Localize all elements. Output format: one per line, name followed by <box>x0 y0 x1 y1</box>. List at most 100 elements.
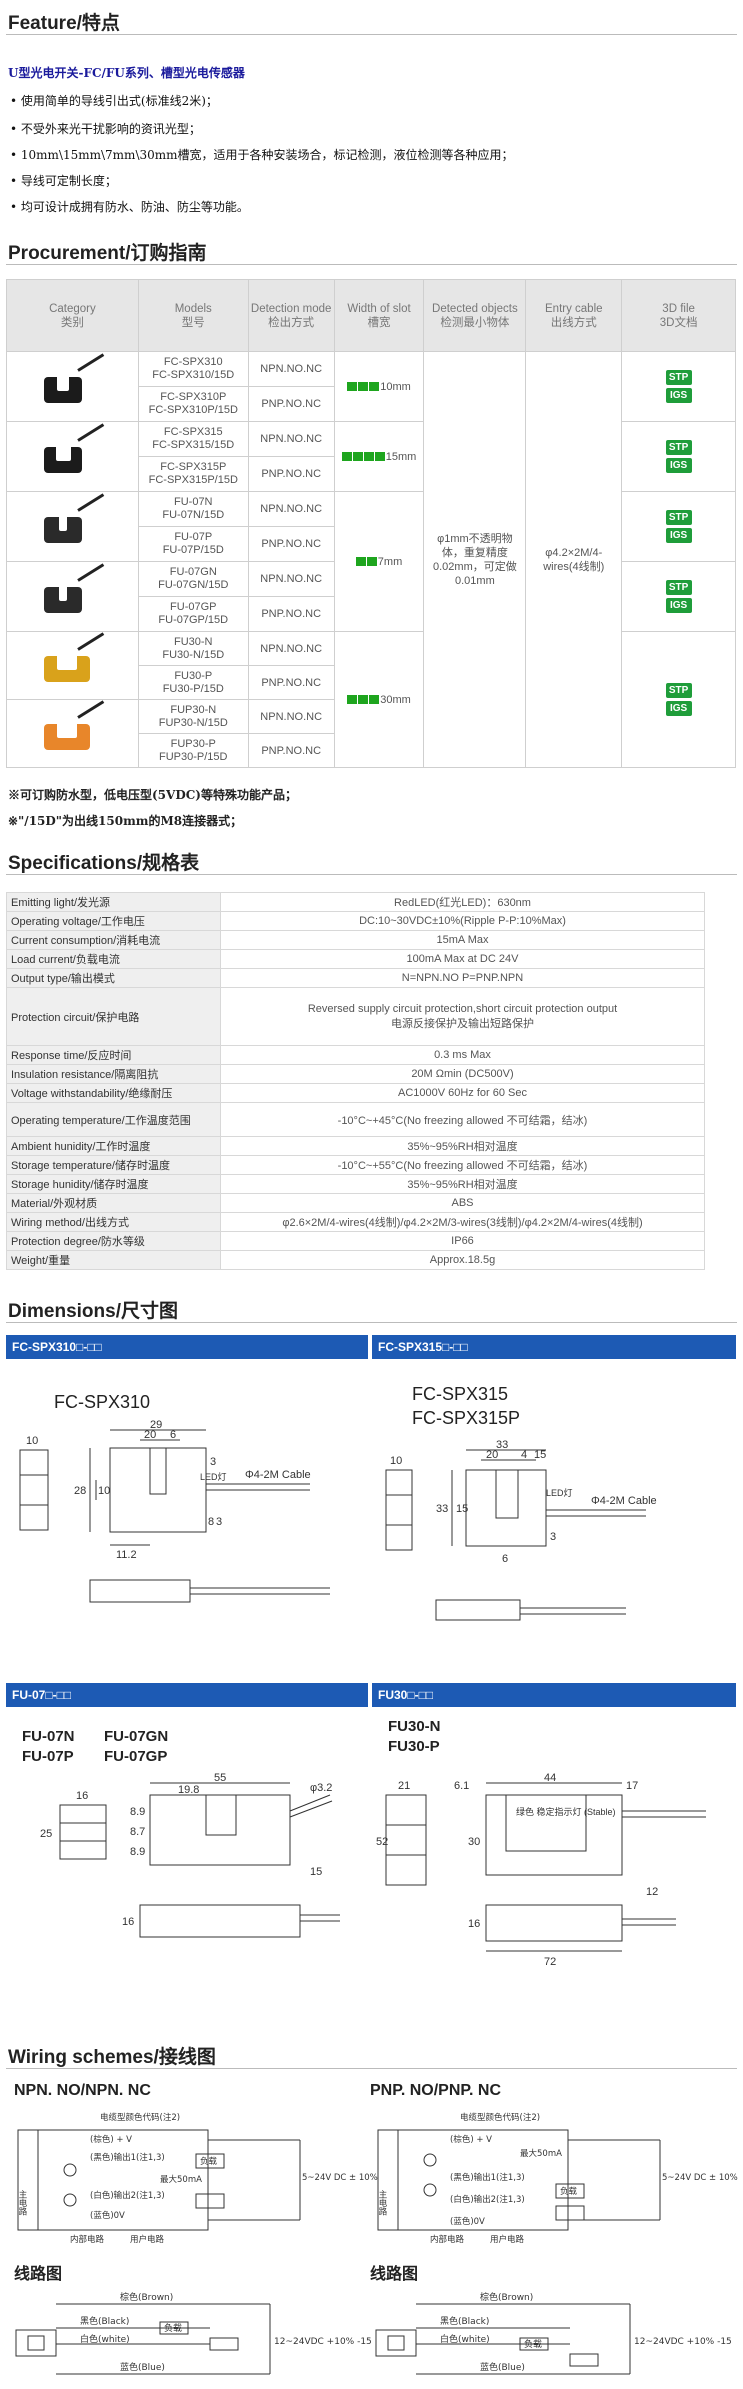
spec-key: Operating voltage/工作电压 <box>6 911 221 931</box>
svg-text:内部电路: 内部电路 <box>430 2234 465 2245</box>
detected-objects-cell: φ1mm不透明物体，重复精度0.02mm，可定做0.01mm <box>423 351 527 768</box>
dimension-drawing-spx310: 10 29 20 6 3 28 10 11.2 8 3 Φ4-2M Cable … <box>19 1419 330 1603</box>
spec-key: Emitting light/发光源 <box>6 892 221 912</box>
dim-num: 6.1 <box>454 1780 469 1792</box>
feature-item: 导线可定制长度； <box>10 172 117 189</box>
svg-text:白色(white): 白色(white) <box>440 2333 490 2345</box>
svg-text:(蓝色)0V: (蓝色)0V <box>90 2210 125 2221</box>
svg-text:12~24VDC +10% -15: 12~24VDC +10% -15 <box>274 2337 372 2347</box>
stp-button[interactable]: STP <box>665 510 692 525</box>
igs-button[interactable]: IGS <box>665 388 692 403</box>
dim-num: 3 <box>216 1516 222 1528</box>
svg-text:蓝色(Blue): 蓝色(Blue) <box>480 2361 525 2373</box>
entry-cable-cell: φ4.2×2M/4-wires(4线制) <box>525 351 623 768</box>
pnp-circuit-diagram: 电缆型颜色代码(注2) (棕色) + V (黑色)输出1(注1,3) (白色)输… <box>377 2112 738 2245</box>
dim-num: 8.9 <box>130 1846 145 1858</box>
mode-cell: NPN.NO.NC <box>247 351 335 387</box>
svg-text:(白色)输出2(注1,3): (白色)输出2(注1,3) <box>90 2190 165 2201</box>
spec-value: IP66 <box>220 1231 705 1251</box>
dim-num: 15 <box>534 1449 546 1461</box>
spec-value: 35%~95%RH相对温度 <box>220 1136 705 1156</box>
svg-text:5~24V DC ± 10%: 5~24V DC ± 10% <box>662 2173 738 2183</box>
spec-key: Output type/输出模式 <box>6 968 221 988</box>
dim-num: 3 <box>210 1456 216 1468</box>
dim-num: 12 <box>646 1886 658 1898</box>
model-label: FU-07GP <box>104 1748 168 1765</box>
spec-key: Weight/重量 <box>6 1250 221 1270</box>
spec-value: 15mA Max <box>220 930 705 950</box>
spec-value: 100mA Max at DC 24V <box>220 949 705 969</box>
feature-title: Feature/特点 <box>8 13 120 34</box>
igs-button[interactable]: IGS <box>665 598 692 613</box>
note-connector: ※"/15D"为出线150mm的M8连接器式； <box>8 814 243 828</box>
panel-header-spx310: FC-SPX310□-□□ <box>6 1335 368 1359</box>
igs-button[interactable]: IGS <box>665 528 692 543</box>
panel-header-spx315: FC-SPX315□-□□ <box>372 1335 736 1359</box>
dim-num: 33 <box>436 1503 448 1515</box>
igs-button[interactable]: IGS <box>665 458 692 473</box>
feature-subtitle: U型光电开关-FC/FU系列、槽型光电传感器 <box>8 66 245 80</box>
stp-button[interactable]: STP <box>665 440 692 455</box>
stp-button[interactable]: STP <box>665 580 692 595</box>
file-cell: STP IGS <box>621 561 736 632</box>
dim-num: 52 <box>376 1836 388 1848</box>
dim-num: 8 <box>208 1516 214 1528</box>
model-cell: FUP30-N FUP30-N/15D <box>137 699 249 734</box>
spec-value: N=NPN.NO P=PNP.NPN <box>220 968 705 988</box>
model-cell: FU-07P FU-07P/15D <box>137 526 249 562</box>
product-image <box>6 561 139 632</box>
mode-cell: NPN.NO.NC <box>247 561 335 597</box>
line-title-right: 线路图 <box>370 2266 419 2283</box>
pnp-title: PNP. NO/PNP. NC <box>370 2082 502 2099</box>
spec-key: Current consumption/消耗电流 <box>6 930 221 950</box>
mode-cell: NPN.NO.NC <box>247 631 335 666</box>
feature-item: 10mm\15mm\7mm\30mm槽宽，适用于各种安装场合，标记检测，液位检测… <box>10 146 514 163</box>
svg-text:主电路: 主电路 <box>17 2189 27 2216</box>
file-cell: STP IGS <box>621 421 736 492</box>
model-label: FU-07P <box>22 1748 74 1765</box>
svg-text:(棕色) + V: (棕色) + V <box>90 2134 132 2145</box>
dim-num: 33 <box>496 1439 508 1451</box>
igs-button[interactable]: IGS <box>665 701 692 716</box>
spec-key: Ambient hunidity/工作时温度 <box>6 1136 221 1156</box>
slot-cell: 10mm <box>333 351 425 422</box>
spec-key: Protection degree/防水等级 <box>6 1231 221 1251</box>
svg-text:白色(white): 白色(white) <box>80 2333 130 2345</box>
stp-button[interactable]: STP <box>665 683 692 698</box>
dim-num: 29 <box>150 1419 162 1431</box>
dim-num: 72 <box>544 1956 556 1968</box>
spec-key: Storage temperature/储存时温度 <box>6 1155 221 1175</box>
spec-value: Approx.18.5g <box>220 1250 705 1270</box>
mode-cell: NPN.NO.NC <box>247 491 335 527</box>
model-label: FU-07GN <box>104 1728 169 1745</box>
dimension-drawing-fu07: 16 55 19.8 8.9 8.7 8.9 25 16 15 φ3.2 <box>40 1772 340 1938</box>
slot-cell: 15mm <box>333 421 425 492</box>
line-title-left: 线路图 <box>14 2266 63 2283</box>
dim-num: 16 <box>76 1790 88 1802</box>
spec-value: Reversed supply circuit protection,short… <box>220 987 705 1046</box>
spec-key: Protection circuit/保护电路 <box>6 987 221 1046</box>
dim-num: 20 <box>486 1449 498 1461</box>
npn-circuit-diagram: 电缆型颜色代码(注2) (棕色) + V (黑色)输出1(注1,3) (白色)输… <box>17 2112 378 2245</box>
svg-text:电缆型颜色代码(注2): 电缆型颜色代码(注2) <box>460 2112 540 2123</box>
model-cell: FC-SPX315 FC-SPX315/15D <box>137 421 249 457</box>
spec-value: DC:10~30VDC±10%(Ripple P-P:10%Max) <box>220 911 705 931</box>
npn-title: NPN. NO/NPN. NC <box>14 2082 151 2099</box>
svg-text:内部电路: 内部电路 <box>70 2234 105 2245</box>
svg-text:12~24VDC +10% -15: 12~24VDC +10% -15 <box>634 2337 732 2347</box>
stp-button[interactable]: STP <box>665 370 692 385</box>
model-cell: FU30-N FU30-N/15D <box>137 631 249 666</box>
procurement-title: Procurement/订购指南 <box>8 243 207 264</box>
svg-text:黑色(Black): 黑色(Black) <box>80 2315 129 2327</box>
line-diagram-right: 棕色(Brown) 黑色(Black) 白色(white) 蓝色(Blue) 负… <box>375 2291 732 2375</box>
svg-text:用户电路: 用户电路 <box>130 2234 165 2245</box>
dim-num: 28 <box>74 1485 86 1497</box>
mode-cell: PNP.NO.NC <box>247 733 335 768</box>
svg-text:负载: 负载 <box>200 2156 218 2167</box>
dim-num: 55 <box>214 1772 226 1784</box>
model-cell: FC-SPX310 FC-SPX310/15D <box>137 351 249 387</box>
